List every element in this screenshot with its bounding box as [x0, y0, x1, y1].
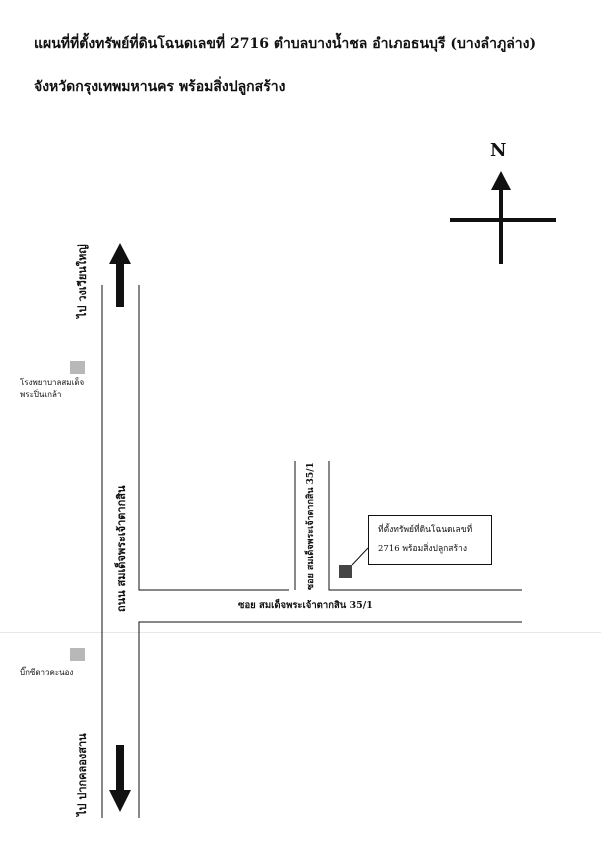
scan-artifact-line: [0, 632, 601, 633]
property-callout: ที่ตั้งทรัพย์ที่ดินโฉนดเลขที่ 2716 พร้อม…: [368, 515, 492, 565]
hospital-label-line1: โรงพยาบาลสมเด็จ: [20, 378, 85, 387]
hospital-label-line2: พระปิ่นเกล้า: [20, 390, 62, 399]
soi-road-lines: [294, 461, 522, 591]
bigc-marker-icon: [70, 648, 85, 661]
bigc-label: บิ๊กซีดาวคะนอง: [20, 668, 74, 677]
main-road-label: ถนน สมเด็จพระเจ้าตากสิน: [115, 485, 128, 612]
soi-vertical-label: ซอย สมเด็จพระเจ้าตากสิน 35/1: [306, 462, 316, 590]
property-callout-line2: 2716 พร้อมสิ่งปลูกสร้าง: [378, 544, 467, 554]
hospital-marker-icon: [70, 361, 85, 374]
soi-horizontal-label: ซอย สมเด็จพระเจ้าตากสิน 35/1: [238, 600, 373, 611]
direction-bottom-label: ไป ปากคลองสาน: [76, 733, 89, 816]
property-callout-line1: ที่ตั้งทรัพย์ที่ดินโฉนดเลขที่: [378, 525, 473, 535]
direction-top-label: ไป วงเวียนใหญ่: [76, 244, 89, 318]
map-title-line2: จังหวัดกรุงเทพมหานคร พร้อมสิ่งปลูกสร้าง: [34, 79, 286, 95]
callout-leader-line: [351, 547, 369, 566]
property-marker-icon: [339, 565, 352, 578]
south-direction-arrow-icon: [109, 745, 131, 812]
north-label: N: [490, 140, 507, 161]
north-direction-arrow-icon: [109, 243, 131, 307]
main-road-lines: [101, 285, 522, 818]
compass-icon: [450, 171, 556, 264]
map-title-line1: แผนที่ที่ตั้งทรัพย์ที่ดินโฉนดเลขที่ 2716…: [34, 36, 537, 52]
